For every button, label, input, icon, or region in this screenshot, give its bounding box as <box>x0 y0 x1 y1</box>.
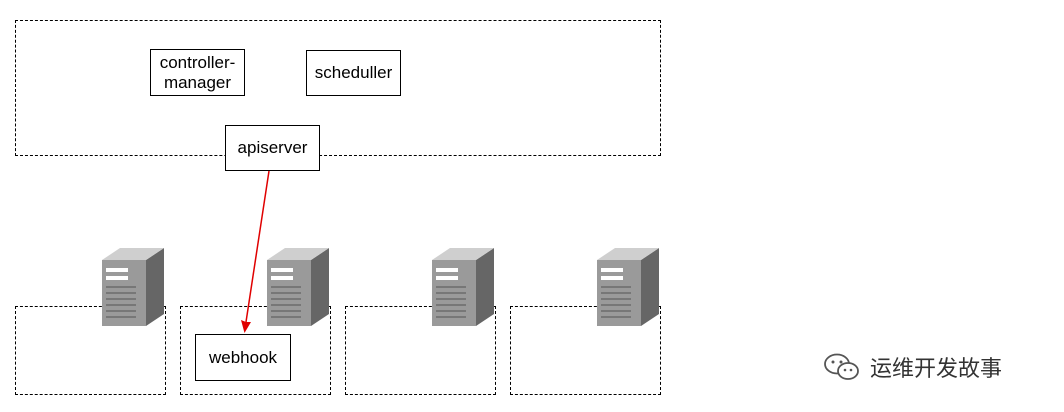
apiserver-label: apiserver <box>237 138 308 158</box>
watermark: 运维开发故事 <box>822 350 1002 384</box>
apiserver-box: apiserver <box>225 125 320 171</box>
arrowhead-icon <box>241 320 251 333</box>
server-icon <box>102 248 164 326</box>
scheduler-label: scheduller <box>314 63 393 83</box>
scheduler-box: scheduller <box>306 50 401 96</box>
wechat-icon <box>824 353 859 380</box>
server-icon <box>597 248 659 326</box>
server-icon <box>432 248 494 326</box>
worker-node-cluster-1 <box>15 306 166 395</box>
worker-node-cluster-2 <box>180 306 331 395</box>
server-icon <box>267 248 329 326</box>
controller-manager-label-line2: manager <box>163 72 232 92</box>
controller-manager-box: controller- manager <box>150 49 245 96</box>
webhook-box: webhook <box>195 334 291 381</box>
worker-node-cluster-4 <box>510 306 661 395</box>
control-plane-cluster <box>15 20 661 156</box>
watermark-text: 运维开发故事 <box>870 357 1003 382</box>
webhook-label: webhook <box>208 347 278 367</box>
worker-node-cluster-3 <box>345 306 496 395</box>
controller-manager-label-line1: controller- <box>159 52 236 72</box>
